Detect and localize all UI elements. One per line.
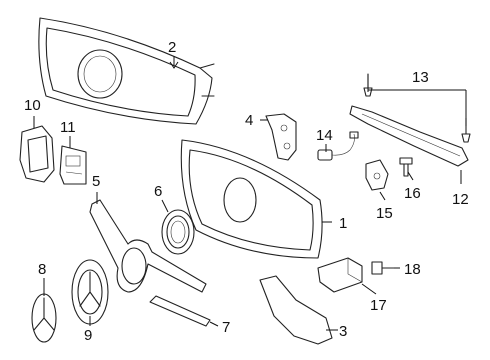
- callout-8: 8: [38, 261, 46, 278]
- leader-lines: [33, 56, 467, 331]
- callout-13: 13: [412, 69, 429, 86]
- part-14-sensor: [317, 131, 359, 161]
- part-17-radar-sensor: [317, 257, 363, 293]
- part-18-bolt: [371, 261, 395, 275]
- callout-4: 4: [245, 112, 253, 129]
- part-10-camera-bracket: [19, 125, 55, 183]
- part-12-support-bar: [349, 105, 469, 167]
- callout-18: 18: [404, 261, 421, 278]
- part-6-ring: [161, 209, 195, 255]
- callout-5: 5: [92, 173, 100, 190]
- part-15-clip: [365, 159, 389, 191]
- callout-14: 14: [316, 127, 333, 144]
- part-7-trim-strip: [149, 295, 211, 327]
- callout-12: 12: [452, 191, 469, 208]
- callout-2: 2: [168, 39, 176, 56]
- part-2-upper-grille: [38, 17, 215, 125]
- callout-1: 1: [339, 215, 347, 232]
- callout-6: 6: [154, 183, 162, 200]
- part-16-screw: [399, 157, 413, 177]
- callout-9: 9: [84, 327, 92, 344]
- part-8-star-emblem: [31, 293, 57, 343]
- callout-10: 10: [24, 97, 41, 114]
- part-3-lower-mesh: [259, 275, 333, 345]
- part-11-camera: [59, 145, 87, 185]
- callout-15: 15: [376, 205, 393, 222]
- part-1-mesh-grille: [180, 139, 323, 259]
- part-4-bracket: [265, 113, 297, 161]
- callout-3: 3: [339, 323, 347, 340]
- callout-labels: 1 2 3 4 5 6 7 8 9 10 11 12 13 14 15 16 1…: [24, 39, 469, 344]
- callout-11: 11: [60, 119, 76, 136]
- callout-7: 7: [222, 319, 230, 336]
- part-9-emblem-disc: [71, 259, 109, 325]
- part-5-emblem-carrier: [89, 199, 207, 293]
- callout-16: 16: [404, 185, 421, 202]
- callout-17: 17: [370, 297, 387, 314]
